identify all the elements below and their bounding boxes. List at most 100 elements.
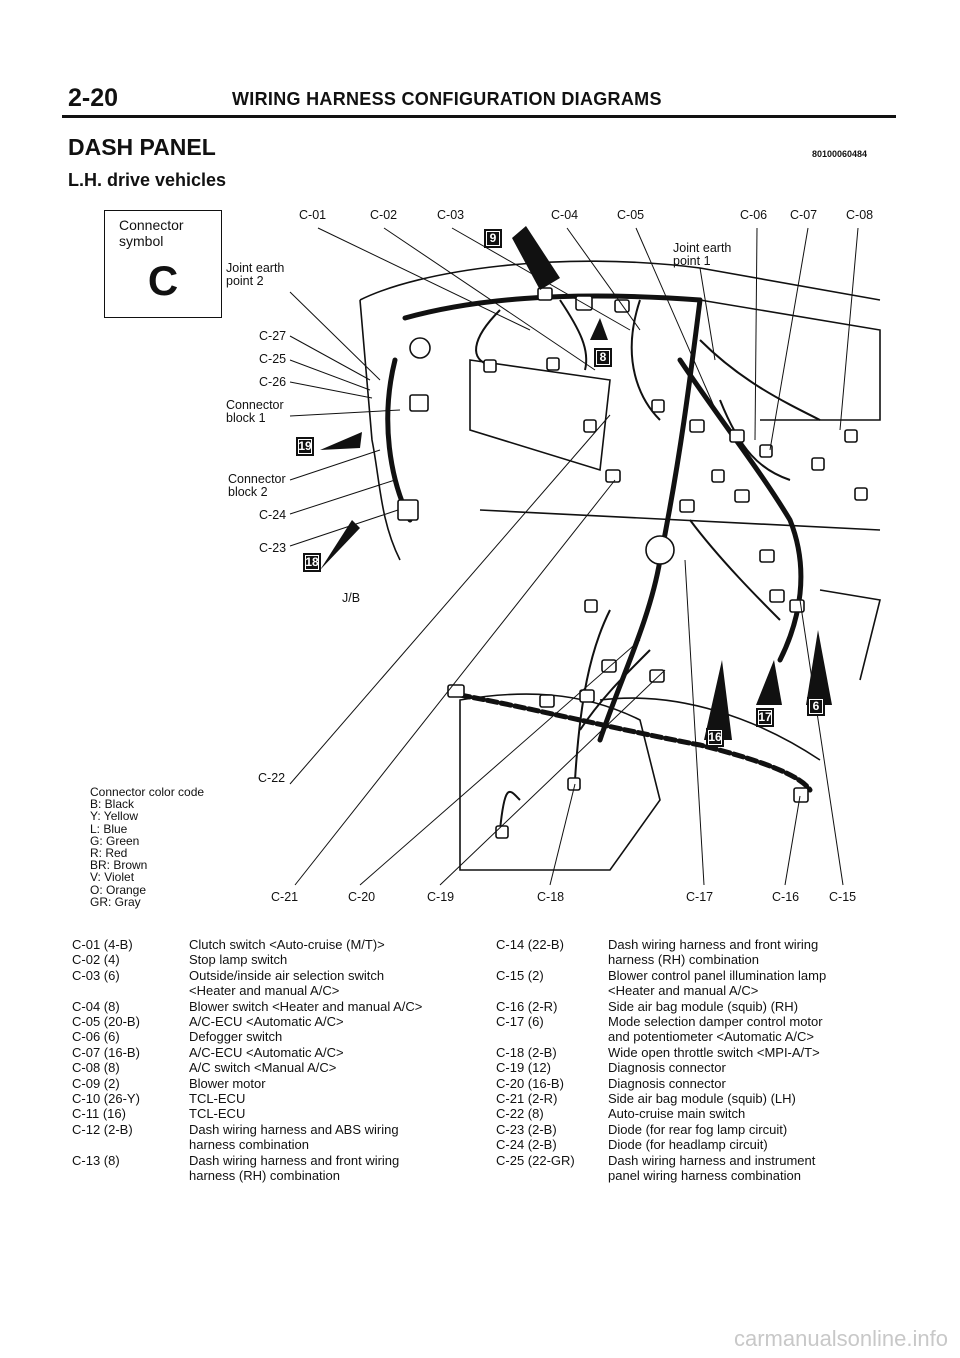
label-c25: C-25 xyxy=(259,352,287,366)
color-code-item: Y: Yellow xyxy=(90,809,139,824)
color-code-title: Connector color code xyxy=(90,785,205,799)
connector-description: Side air bag module (squib) (LH) xyxy=(608,1091,796,1106)
connector-description: Dash wiring harness and ABS wiring harne… xyxy=(189,1121,399,1152)
color-code-item: G: Green xyxy=(90,833,140,848)
badge-16: 16 xyxy=(706,728,724,747)
connector-shapes xyxy=(397,287,868,839)
page-number: 2-20 xyxy=(68,84,119,112)
connector-code: C-25 (22-GR) xyxy=(496,1152,575,1168)
connector-description: Clutch switch <Auto-cruise (M/T)> xyxy=(189,937,385,952)
label-c02: C-02 xyxy=(370,208,398,222)
color-code-item: R: Red xyxy=(90,846,128,861)
label-c20: C-20 xyxy=(348,890,376,904)
connector-description: Auto-cruise main switch xyxy=(608,1106,746,1122)
color-code-item: B: Black xyxy=(90,797,135,812)
label-c05: C-05 xyxy=(617,208,645,222)
badge-17: 17 xyxy=(756,708,774,727)
connector-description: Dash wiring harness and front wiring har… xyxy=(189,1152,400,1183)
label-c08: C-08 xyxy=(846,208,874,222)
label-connector-block-1: Connector block 1 xyxy=(226,398,284,425)
connector-code: C-07 (16-B) xyxy=(72,1044,140,1060)
connector-description: A/C switch <Manual A/C> xyxy=(189,1060,337,1076)
label-c06: C-06 xyxy=(740,208,768,222)
connector-description: Outside/inside air selection switch <Hea… xyxy=(189,967,385,998)
connector-code: C-05 (20-B) xyxy=(72,1014,140,1029)
label-jb: J/B xyxy=(342,591,361,605)
connector-code: C-17 (6) xyxy=(496,1014,544,1029)
connector-description: TCL-ECU xyxy=(189,1091,246,1106)
connector-description: A/C-ECU <Automatic A/C> xyxy=(189,1044,344,1060)
connector-description: Diode (for rear fog lamp circuit) xyxy=(608,1121,788,1137)
label-c18: C-18 xyxy=(537,890,565,904)
wiring-diagram xyxy=(289,226,881,886)
connector-code: C-06 (6) xyxy=(72,1029,120,1045)
connector-description: Defogger switch xyxy=(189,1029,283,1045)
connector-code: C-08 (8) xyxy=(72,1060,120,1076)
connector-code: C-10 (26-Y) xyxy=(72,1091,140,1106)
connector-code: C-12 (2-B) xyxy=(72,1121,133,1137)
label-c23: C-23 xyxy=(259,541,287,555)
connector-code: C-03 (6) xyxy=(72,967,120,983)
connector-code: C-24 (2-B) xyxy=(496,1137,557,1153)
connector-code: C-02 (4) xyxy=(72,952,120,968)
badge-19: 19 xyxy=(296,437,314,456)
label-connector-block-2: Connector block 2 xyxy=(228,472,286,499)
connector-symbol-letter: C xyxy=(147,257,179,304)
label-c24: C-24 xyxy=(259,508,287,522)
header-rule xyxy=(62,115,896,118)
connector-code: C-14 (22-B) xyxy=(496,937,564,952)
color-code-item: V: Violet xyxy=(90,870,135,885)
connector-code: C-04 (8) xyxy=(72,998,120,1014)
color-code-item: GR: Gray xyxy=(90,894,141,909)
connector-description: Diode (for headlamp circuit) xyxy=(608,1137,768,1153)
color-code-item: O: Orange xyxy=(90,882,147,897)
connector-description: Wide open throttle switch <MPI-A/T> xyxy=(608,1044,820,1060)
color-code-item: BR: Brown xyxy=(90,858,148,873)
subtitle: L.H. drive vehicles xyxy=(68,170,227,190)
connector-code: C-20 (16-B) xyxy=(496,1075,564,1091)
badge-8: 8 xyxy=(594,348,612,367)
connector-description: Dash wiring harness and instrument panel… xyxy=(608,1152,816,1183)
label-joint-earth-2: Joint earth point 2 xyxy=(226,261,285,288)
pointer-arrows xyxy=(320,226,832,740)
connector-symbol-box: Connector symbol C xyxy=(104,210,222,318)
connector-code: C-19 (12) xyxy=(496,1060,551,1076)
connector-description: Blower motor xyxy=(189,1075,266,1091)
connector-code: C-23 (2-B) xyxy=(496,1121,557,1137)
label-c27: C-27 xyxy=(259,329,287,343)
connector-code: C-13 (8) xyxy=(72,1152,120,1168)
connector-color-code: Connector color code B: Black Y: Yellow … xyxy=(90,786,204,908)
label-c17: C-17 xyxy=(686,890,714,904)
label-c15: C-15 xyxy=(829,890,857,904)
color-code-item: L: Blue xyxy=(90,821,128,836)
connector-description: Diagnosis connector xyxy=(608,1060,726,1076)
connector-code: C-11 (16) xyxy=(72,1106,126,1122)
doc-code: 80100060484 xyxy=(812,149,868,159)
connector-code: C-01 (4-B) xyxy=(72,937,133,952)
label-c21: C-21 xyxy=(271,890,299,904)
connector-description: Blower switch <Heater and manual A/C> xyxy=(189,998,423,1014)
badge-18: 18 xyxy=(303,553,321,572)
connector-description: Diagnosis connector xyxy=(608,1075,726,1091)
label-c04: C-04 xyxy=(551,208,579,222)
connector-symbol-label: Connector symbol xyxy=(119,217,184,249)
harness-trunk xyxy=(385,293,813,793)
label-joint-earth-1: Joint earth point 1 xyxy=(673,241,732,268)
badge-9: 9 xyxy=(484,229,502,248)
watermark: carmanualsonline.info xyxy=(733,1326,948,1351)
label-c07: C-07 xyxy=(790,208,818,222)
connector-code: C-18 (2-B) xyxy=(496,1044,557,1060)
connector-description: Dash wiring harness and front wiring har… xyxy=(608,937,819,967)
connector-code: C-09 (2) xyxy=(72,1075,120,1091)
section-title: DASH PANEL xyxy=(68,134,216,160)
label-c03: C-03 xyxy=(437,208,465,222)
connector-description: TCL-ECU xyxy=(189,1106,246,1122)
connector-description: Side air bag module (squib) (RH) xyxy=(608,998,799,1014)
label-c01: C-01 xyxy=(299,208,327,222)
connector-description: Stop lamp switch xyxy=(189,952,288,968)
header-title: WIRING HARNESS CONFIGURATION DIAGRAMS xyxy=(232,89,662,109)
label-c26: C-26 xyxy=(259,375,287,389)
connector-description: A/C-ECU <Automatic A/C> xyxy=(189,1014,344,1029)
label-c22: C-22 xyxy=(258,771,286,785)
label-c16: C-16 xyxy=(772,890,800,904)
